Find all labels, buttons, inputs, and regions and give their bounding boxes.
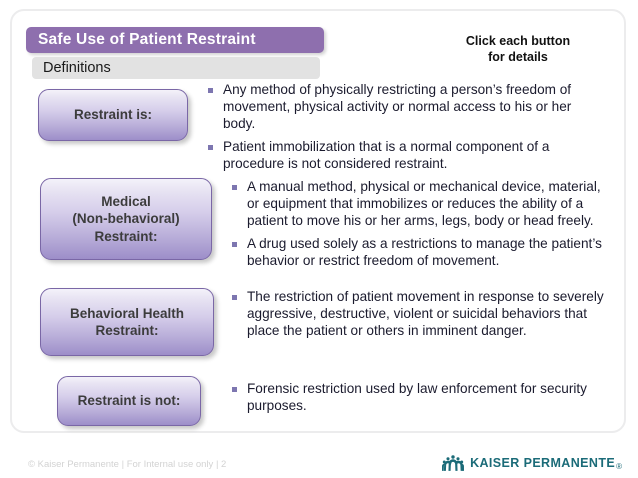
restraint-is-button-label: Restraint is:: [73, 107, 153, 123]
brand-registered-mark: ®: [616, 462, 622, 471]
instruction-hint: Click each button for details: [420, 33, 616, 65]
medical-restraint-button[interactable]: Medical (Non-behavioral) Restraint:: [40, 178, 212, 260]
slide-subtitle: Definitions: [43, 60, 111, 76]
restraint-is-not-button[interactable]: Restraint is not:: [57, 376, 201, 426]
footer-copyright: © Kaiser Permanente | For Internal use o…: [28, 459, 227, 470]
bullet-item: A manual method, physical or mechanical …: [232, 179, 604, 229]
instruction-hint-line1: Click each button: [465, 34, 571, 48]
bullet-item: The restriction of patient movement in r…: [232, 289, 604, 339]
bullet-item: Any method of physically restricting a p…: [208, 82, 598, 132]
page-title: Safe Use of Patient Restraint: [38, 31, 256, 48]
brand-lockup: KAISER PERMANENTE ®: [442, 453, 622, 473]
behavioral-health-restraint-button[interactable]: Behavioral Health Restraint:: [40, 288, 214, 356]
restraint-is-button[interactable]: Restraint is:: [38, 89, 188, 141]
behavioral-health-restraint-button-label: Behavioral Health Restraint:: [69, 305, 185, 339]
kaiser-permanente-people-icon: [442, 455, 465, 471]
slide-title-bar: Safe Use of Patient Restraint: [26, 27, 324, 53]
slide-subtitle-bar: Definitions: [32, 57, 320, 79]
instruction-hint-line2: for details: [488, 50, 548, 64]
restraint-is-not-bullets: Forensic restriction used by law enforce…: [232, 381, 604, 415]
bullet-item: Forensic restriction used by law enforce…: [232, 381, 604, 415]
restraint-is-not-button-label: Restraint is not:: [77, 393, 181, 409]
behavioral-health-restraint-bullets: The restriction of patient movement in r…: [232, 289, 604, 339]
bullet-item: Patient immobilization that is a normal …: [208, 139, 598, 173]
medical-restraint-bullets: A manual method, physical or mechanical …: [232, 179, 604, 270]
brand-name: KAISER PERMANENTE: [470, 456, 616, 470]
medical-restraint-button-label: Medical (Non-behavioral) Restraint:: [72, 193, 180, 244]
restraint-is-bullets: Any method of physically restricting a p…: [208, 82, 598, 173]
bullet-item: A drug used solely as a restrictions to …: [232, 236, 604, 270]
